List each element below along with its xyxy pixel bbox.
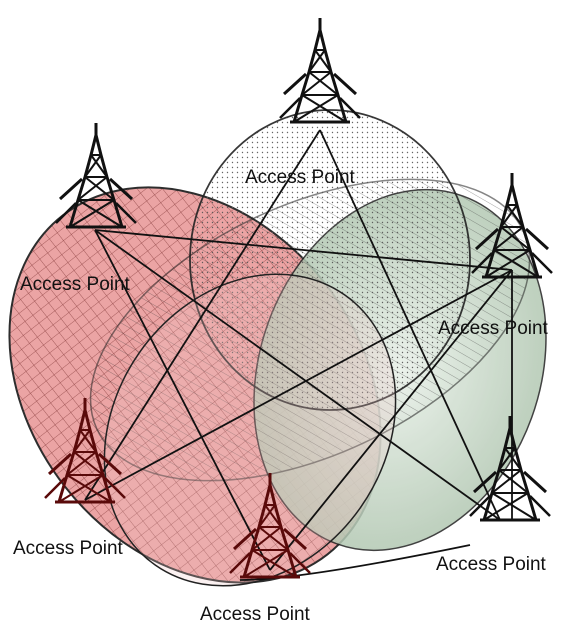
access-point-labels: Access Point Access Point Access Point A… (13, 167, 549, 625)
access-point-tower-icon (54, 121, 138, 229)
access-point-label-bottom-right: Access Point (436, 554, 547, 575)
access-point-label-bottom-center: Access Point (200, 604, 311, 625)
connection-lines (84, 129, 513, 581)
access-point-label-top: Access Point (245, 167, 356, 188)
access-point-label-right: Access Point (438, 318, 549, 339)
access-point-tower-icon (278, 16, 362, 124)
coverage-zone-dotted (189, 109, 471, 411)
access-point-label-left: Access Point (20, 274, 131, 295)
coverage-zone-outline (103, 273, 397, 587)
access-point-label-bottom-left: Access Point (13, 538, 124, 559)
